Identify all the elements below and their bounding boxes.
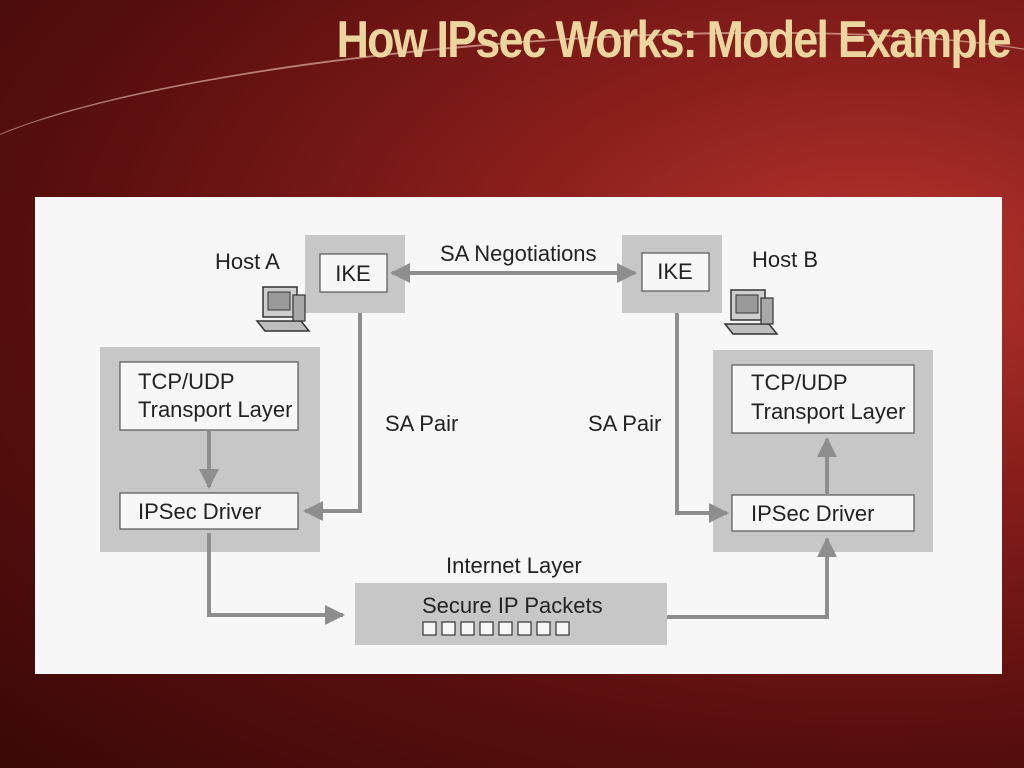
host-a-to-internet-arrow bbox=[207, 533, 345, 625]
host-b-driver-box bbox=[731, 494, 915, 532]
sa-pair-right-label: SA Pair bbox=[588, 411, 661, 436]
sa-negotiations-label: SA Negotiations bbox=[440, 241, 597, 266]
packet-square bbox=[536, 621, 551, 636]
host-b-transport-box bbox=[731, 364, 915, 434]
host-b-transport-line1: TCP/UDP bbox=[751, 370, 848, 395]
host-a-transport-line1: TCP/UDP bbox=[138, 369, 235, 394]
slide-title: How IPsec Works: Model Example bbox=[336, 11, 1012, 69]
diagram-panel: TCP/UDP Transport Layer IPSec Driver TCP… bbox=[35, 197, 1002, 674]
host-b-driver-label: IPSec Driver bbox=[751, 501, 874, 526]
host-b-ike-box bbox=[641, 252, 710, 292]
host-b-transport-line2: Transport Layer bbox=[751, 399, 905, 424]
packet-square bbox=[555, 621, 570, 636]
host-a-ike-label: IKE bbox=[335, 261, 370, 286]
host-a-driver-box bbox=[119, 492, 299, 530]
packet-square bbox=[517, 621, 532, 636]
internet-to-host-b-arrow bbox=[667, 537, 837, 619]
packet-square bbox=[479, 621, 494, 636]
host-b-label: Host B bbox=[752, 247, 818, 272]
computer-icon bbox=[255, 286, 311, 332]
secure-packets-label: Secure IP Packets bbox=[422, 593, 603, 618]
packet-square bbox=[422, 621, 437, 636]
packet-square bbox=[460, 621, 475, 636]
sa-pair-right-arrow bbox=[675, 313, 729, 523]
host-a-ike-box bbox=[319, 253, 388, 293]
ipsec-diagram: TCP/UDP Transport Layer IPSec Driver TCP… bbox=[100, 235, 933, 645]
host-b-ike-label: IKE bbox=[657, 259, 692, 284]
host-a-label: Host A bbox=[215, 249, 280, 274]
sa-pair-left-label: SA Pair bbox=[385, 411, 458, 436]
sa-pair-left-arrow bbox=[303, 313, 362, 521]
internet-layer-label: Internet Layer bbox=[446, 553, 582, 578]
host-a-transport-box bbox=[119, 361, 299, 431]
host-a-transport-line2: Transport Layer bbox=[138, 397, 292, 422]
packet-row bbox=[422, 621, 570, 636]
computer-icon bbox=[723, 289, 779, 335]
host-a-driver-label: IPSec Driver bbox=[138, 499, 261, 524]
packet-square bbox=[441, 621, 456, 636]
packet-square bbox=[498, 621, 513, 636]
